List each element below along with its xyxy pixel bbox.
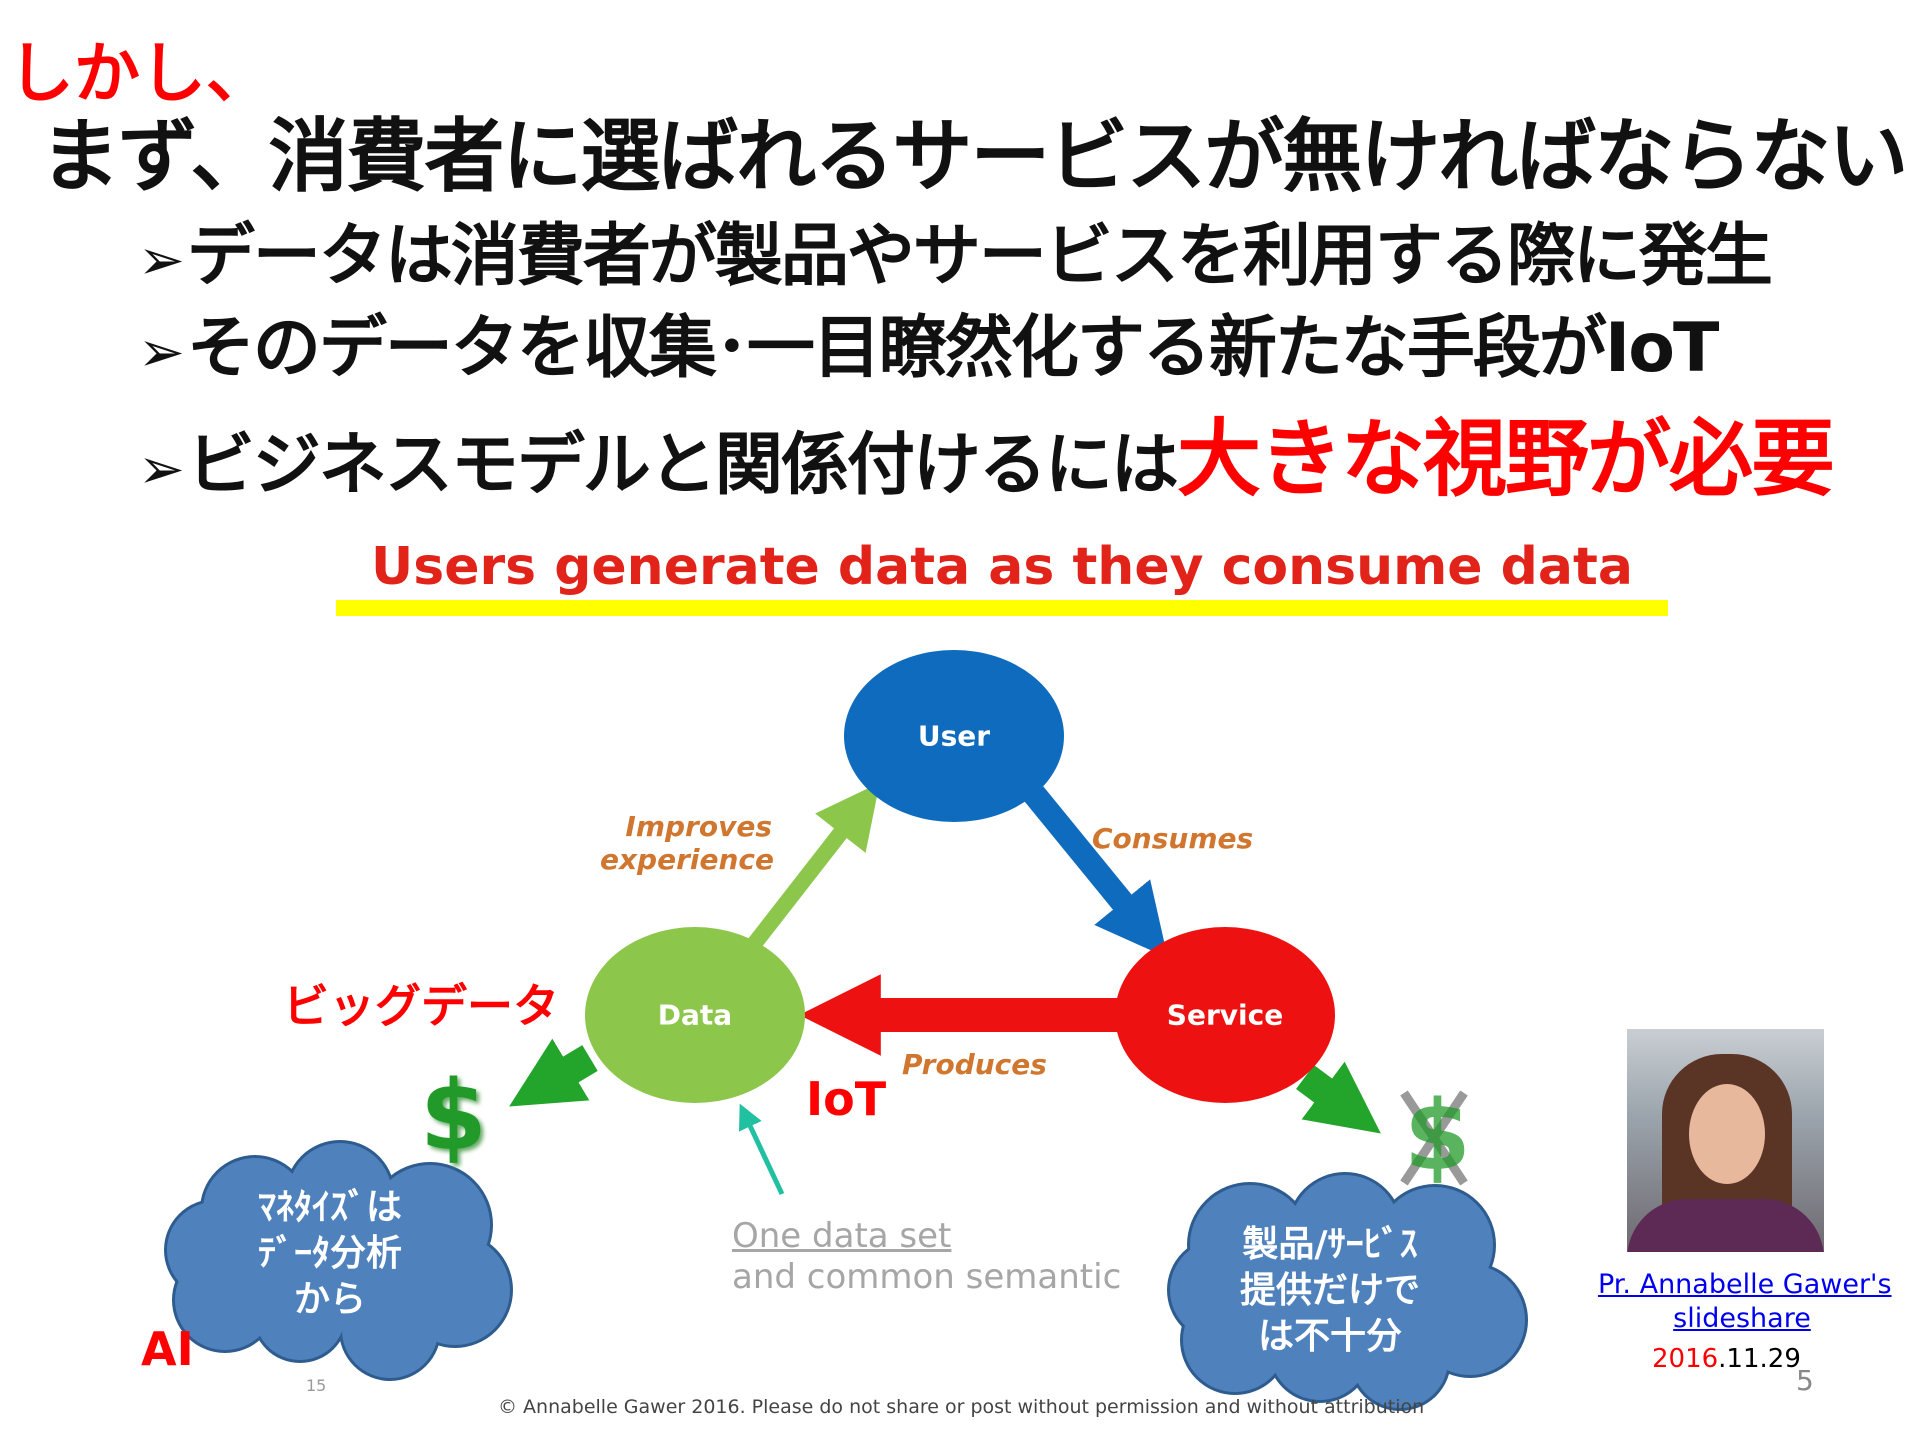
cloud-right-text: 製品/ｻｰﾋﾞｽ提供だけでは不十分 [1239,1224,1421,1357]
service-revenue-arrow [1296,1061,1381,1134]
ai-label: AI [141,1322,194,1376]
bullet-arrow-icon: ➢ [138,320,185,385]
monetize-arrow [509,1038,598,1107]
data-node [585,927,805,1103]
service-node [1115,927,1335,1103]
source-slide-number: 15 [306,1376,327,1395]
diagram-banner: Users generate data as they consume data [336,534,1668,616]
bullet-emphasis: 大きな視野が必要 [1176,410,1835,508]
bullet-arrow-icon: ➢ [138,228,185,293]
note-line-1: One data set [732,1216,952,1256]
data-node-label: Data [657,998,733,1032]
note-line-2: and common semantic [732,1257,1122,1297]
user-node-label: User [917,719,991,753]
consumes-label: Consumes [1092,822,1254,855]
crossed-dollar-sign: $ [1404,1080,1471,1192]
bullet-3: ➢ビジネスモデルと関係付けるには大きな視野が必要 [138,392,1835,513]
iot-label: IoT [806,1072,887,1126]
clothing-shape [1627,1199,1824,1252]
cloud-left-text: ﾏﾈﾀｲｽﾞはﾃﾞｰﾀ分析から [257,1187,403,1320]
page-number: 5 [1796,1364,1814,1397]
cloud-left-shape [164,1140,513,1381]
service-node-label: Service [1166,998,1284,1032]
face-shape [1689,1084,1765,1184]
bullet-1: ➢データは消費者が製品やサービスを利用する際に発生 [138,200,1773,299]
copyright-notice: © Annabelle Gawer 2016. Please do not sh… [498,1396,1425,1418]
crossed-dollar-icon [1400,1090,1468,1186]
bullet-2: ➢そのデータを収集･一目瞭然化する新たな手段がIoT [138,292,1719,391]
user-node [844,650,1064,822]
bullet-text: ビジネスモデルと関係付けるには [186,426,1179,505]
lead-text: しかし、 [8,35,272,112]
produces-label: Produces [902,1048,1047,1081]
dollar-icon: $ [420,1060,487,1172]
improves-line-1: Improves [625,810,772,843]
bullet-text: そのデータを収集･一目瞭然化する新たな手段がIoT [186,309,1719,388]
cloud-right-shape [1167,1172,1528,1411]
improves-line-2: experience [600,843,775,876]
common-data-arrow [738,1103,785,1196]
consumes-arrow [1024,786,1168,958]
bullet-text: データは消費者が製品やサービスを利用する際に発生 [186,217,1773,296]
bigdata-label: ビッグデータ [283,979,559,1033]
portrait-photo [1627,1029,1824,1252]
date-text: 2016.11.29 [1652,1344,1801,1374]
improves-arrow [744,782,880,953]
slide-title: まず、消費者に選ばれるサービスが無ければならない！ [40,110,1920,203]
bullet-arrow-icon: ➢ [138,437,185,502]
